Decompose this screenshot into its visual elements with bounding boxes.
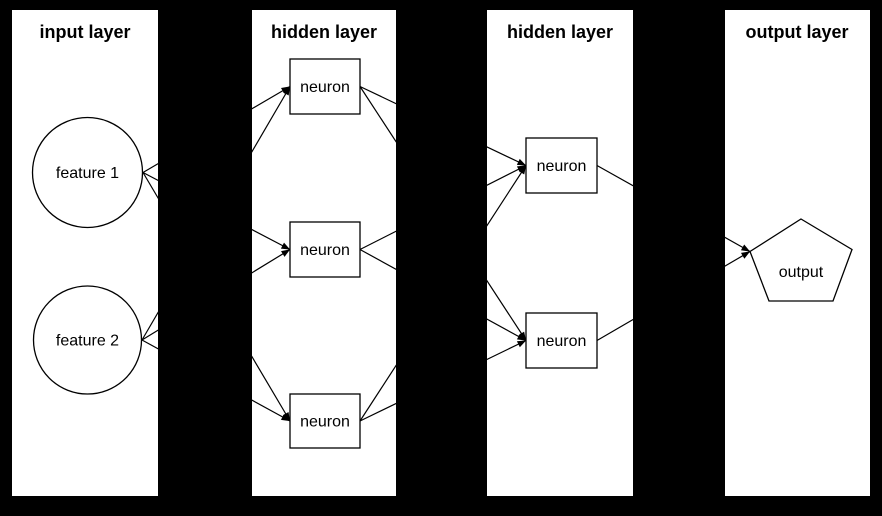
- node-h1-neuron-1: neuron: [289, 58, 361, 115]
- h1-neuron-1-label: neuron: [300, 79, 350, 96]
- h1-neuron-2-label: neuron: [300, 242, 350, 259]
- node-h2-neuron-1: neuron: [525, 137, 598, 194]
- h2-neuron-1-label: neuron: [537, 158, 587, 175]
- feature-1-label: feature 1: [56, 165, 119, 182]
- h1-neuron-2-box: [289, 221, 361, 278]
- node-h1-neuron-2: neuron: [289, 221, 361, 278]
- node-feature-1: feature 1: [31, 116, 144, 229]
- h1-neuron-3-box: [289, 393, 361, 449]
- panel-input-layer: [12, 10, 158, 496]
- h1-neuron-3-label: neuron: [300, 414, 350, 431]
- hidden-layer-1-title: hidden layer: [271, 22, 377, 42]
- h2-neuron-2-label: neuron: [537, 333, 587, 350]
- output-pentagon: [749, 218, 853, 302]
- h1-neuron-1-box: [289, 58, 361, 115]
- node-output: output: [749, 218, 853, 302]
- panel-hidden-layer-2: [487, 10, 633, 496]
- output-layer-title: output layer: [745, 22, 848, 42]
- h2-neuron-1-box: [525, 137, 598, 194]
- output-label: output: [779, 264, 824, 281]
- input-layer-title: input layer: [39, 22, 130, 42]
- h2-neuron-2-box: [525, 312, 598, 369]
- hidden-layer-2-title: hidden layer: [507, 22, 613, 42]
- node-h1-neuron-3: neuron: [289, 393, 361, 449]
- feature-1-circle: [31, 116, 144, 229]
- node-feature-2: feature 2: [32, 285, 143, 395]
- feature-2-circle: [32, 285, 143, 395]
- node-h2-neuron-2: neuron: [525, 312, 598, 369]
- feature-2-label: feature 2: [56, 333, 119, 350]
